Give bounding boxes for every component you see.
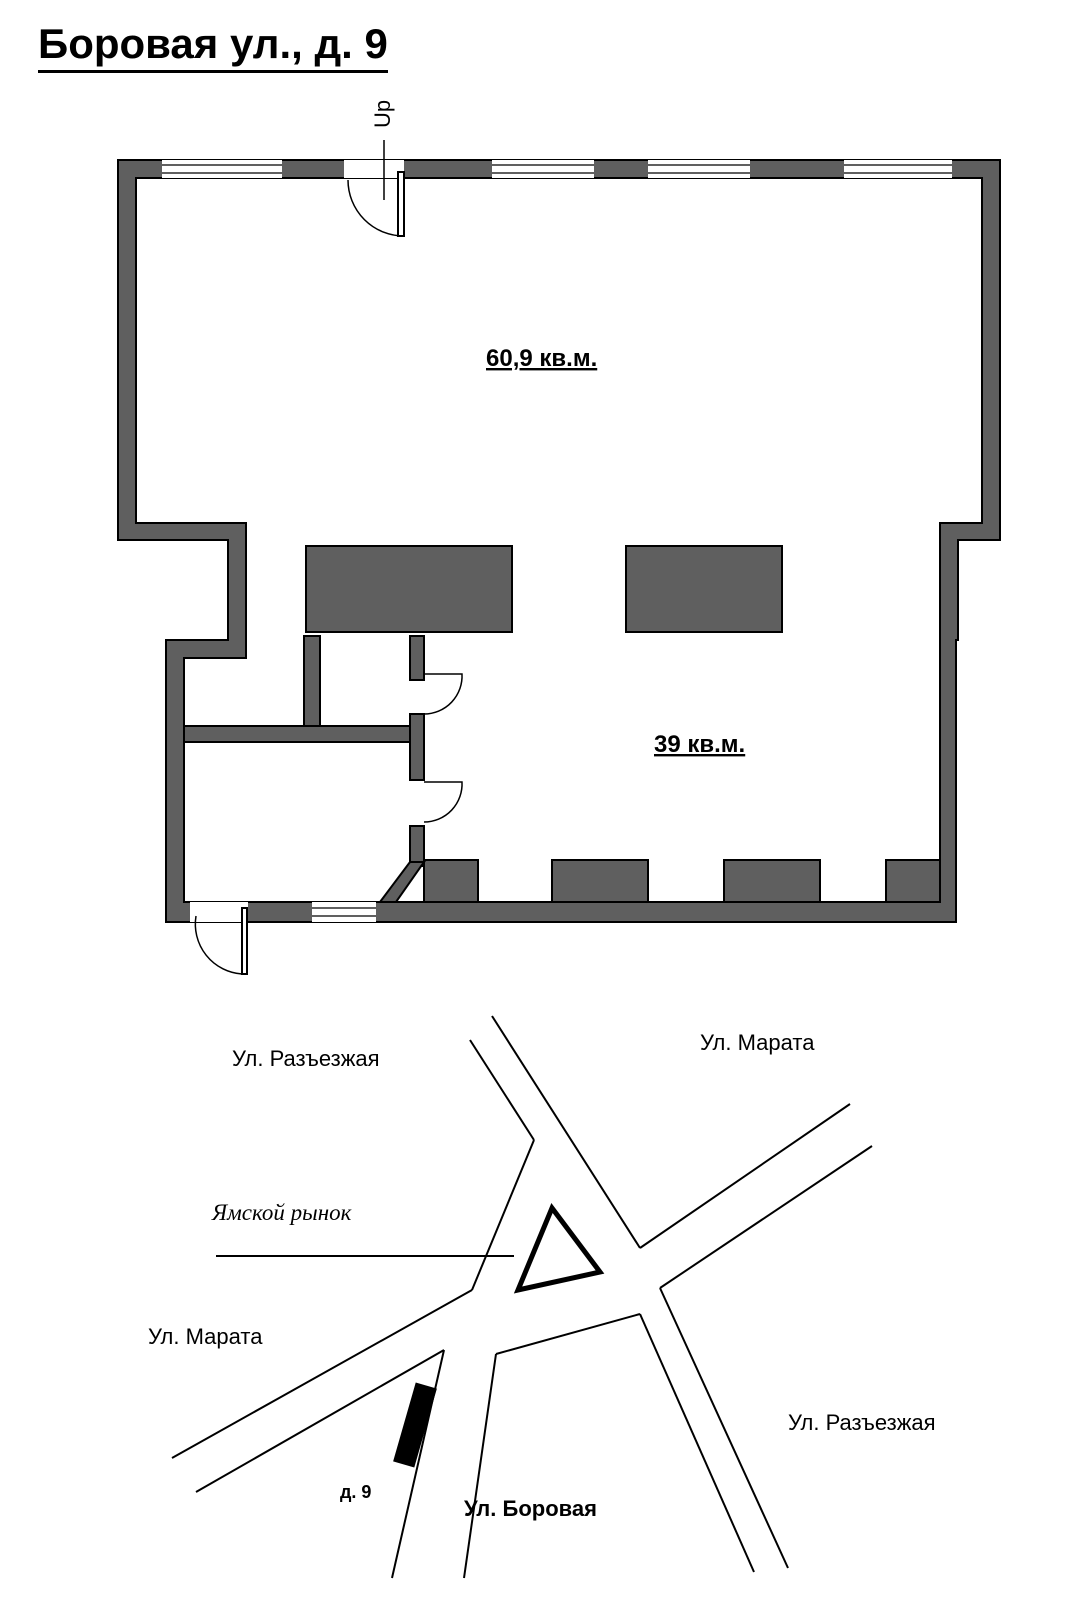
market-triangle (513, 1202, 605, 1294)
main-hall-area: 60,9 кв.м. (486, 345, 597, 372)
location-map: Ул. Разъезжая Ул. Марата Ямской рынок Ул… (148, 1015, 936, 1579)
outer-wall (117, 159, 1001, 923)
interior-partitions (183, 635, 426, 903)
column-block-left (305, 545, 513, 633)
up-label: Up (370, 100, 395, 128)
road-lines (171, 1015, 873, 1579)
column-block-right (625, 545, 783, 633)
house-number-label: д. 9 (340, 1482, 371, 1502)
street-razezzhaya-se: Ул. Разъезжая (788, 1410, 936, 1435)
radiator-block-2 (551, 859, 649, 903)
landmark-label: Ямской рынок (211, 1200, 352, 1225)
floor-plan: Up 60,9 кв.м. 39 кв.м. (117, 100, 1001, 975)
top-entrance-door (347, 140, 405, 237)
top-windows (162, 160, 952, 178)
street-marata-ne: Ул. Марата (700, 1030, 815, 1055)
bottom-entrance (190, 902, 376, 975)
radiator-block-3 (723, 859, 821, 903)
radiator-block-1 (423, 859, 479, 903)
lower-hall-area: 39 кв.м. (654, 731, 745, 758)
interior-doors (423, 673, 463, 823)
page-title: Боровая ул., д. 9 (38, 20, 388, 73)
street-razezzhaya-nw: Ул. Разъезжая (232, 1046, 380, 1071)
street-marata-sw: Ул. Марата (148, 1324, 263, 1349)
radiator-block-4 (885, 859, 941, 903)
house-marker (393, 1382, 437, 1468)
street-borovaya: Ул. Боровая (464, 1496, 597, 1521)
